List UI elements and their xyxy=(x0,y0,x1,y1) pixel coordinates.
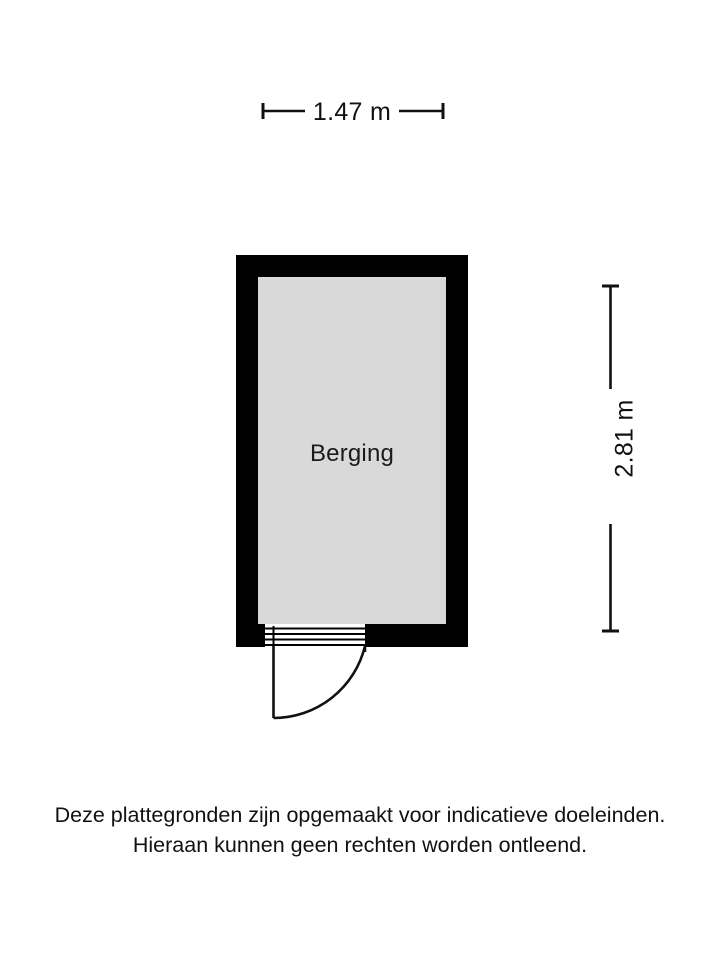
disclaimer-line-2: Hieraan kunnen geen rechten worden ontle… xyxy=(132,833,588,857)
dimension-line-top xyxy=(261,103,445,119)
disclaimer-text: Deze plattegronden zijn opgemaakt voor i… xyxy=(0,800,720,860)
room-walls xyxy=(236,255,468,647)
dimension-label-width: 1.47 m xyxy=(312,98,392,126)
disclaimer-line-1: Deze plattegronden zijn opgemaakt voor i… xyxy=(54,803,666,827)
dimension-line-right xyxy=(602,284,619,633)
door-swing xyxy=(272,645,367,720)
door-leaf-lines xyxy=(265,626,365,647)
room-label-berging: Berging xyxy=(309,440,395,467)
dimension-label-height: 2.81 m xyxy=(610,399,639,478)
